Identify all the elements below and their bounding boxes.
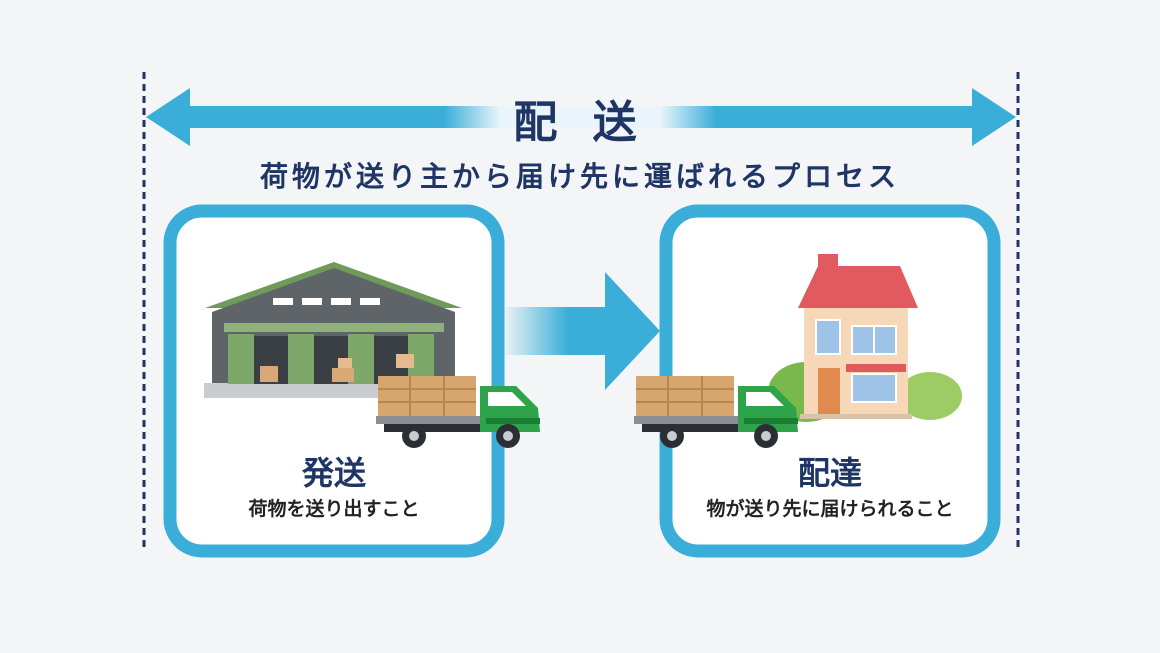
diagram-title: 配 送 xyxy=(513,97,647,148)
shipping-title: 発送 xyxy=(301,454,366,492)
truck-icon xyxy=(376,376,540,448)
house-icon xyxy=(768,254,962,422)
delivery-description: 物が送り先に届けられること xyxy=(706,498,954,520)
shipping-description: 荷物を送り出すこと xyxy=(248,498,420,520)
delivery-title: 配達 xyxy=(797,454,862,492)
truck-icon xyxy=(634,376,798,448)
diagram-subtitle: 荷物が送り主から届け先に運ばれるプロセス xyxy=(259,160,900,193)
warehouse-icon xyxy=(204,262,462,398)
double-arrow xyxy=(146,88,1016,146)
process-arrow xyxy=(505,272,660,390)
